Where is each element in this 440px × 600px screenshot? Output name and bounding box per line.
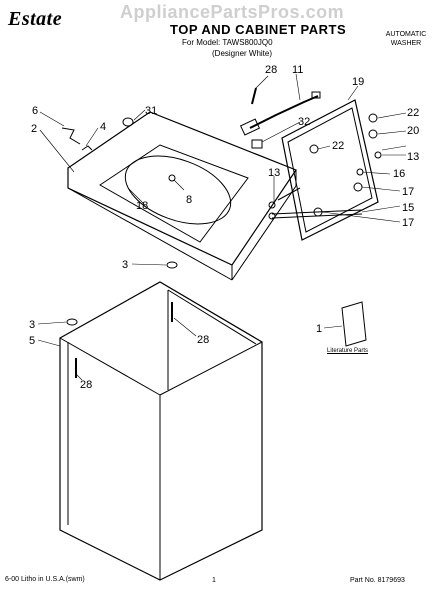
- callout-18: 18: [136, 200, 148, 212]
- callout-13-left: 13: [268, 167, 280, 179]
- callout-19: 19: [352, 76, 364, 88]
- callout-3-left: 3: [29, 319, 35, 331]
- footer-part-number: Part No. 8179693: [350, 577, 405, 584]
- callout-1: 1: [316, 323, 322, 335]
- brand-logo: Estate: [8, 8, 63, 30]
- rail-15: [271, 209, 363, 215]
- callout-28-top: 28: [265, 64, 277, 76]
- lid-opening: [99, 144, 249, 243]
- callout-17-lower: 17: [402, 217, 414, 229]
- callout-16: 16: [393, 168, 405, 180]
- control-switch: [239, 118, 261, 136]
- callout-8: 8: [186, 194, 192, 206]
- callout-17-upper: 17: [402, 186, 414, 198]
- watermark: AppliancePartsPros.com: [120, 2, 345, 22]
- literature-booklet: [341, 301, 367, 347]
- callout-22-right: 22: [407, 107, 419, 119]
- callout-28-front: 28: [80, 379, 92, 391]
- cabinet: [59, 281, 263, 581]
- top-cover: [67, 111, 297, 266]
- callout-13-right: 13: [407, 151, 419, 163]
- callout-22-panel: 22: [332, 140, 344, 152]
- machine-type-line2: WASHER: [390, 40, 422, 47]
- callout-6: 6: [32, 105, 38, 117]
- machine-type-line1: AUTOMATIC: [385, 31, 427, 38]
- clip-3-top: [166, 261, 178, 269]
- machine-type: AUTOMATIC WASHER: [376, 30, 436, 48]
- screw-28-top: [251, 87, 257, 105]
- model-line: For Model: TAWS800JQ0: [182, 38, 273, 47]
- callout-20: 20: [407, 125, 419, 137]
- callout-5: 5: [29, 335, 35, 347]
- callout-28-cabinet: 28: [197, 334, 209, 346]
- model-variant: (Designer White): [212, 49, 273, 58]
- callout-15: 15: [402, 202, 414, 214]
- footer-litho: 6-00 Litho in U.S.A.(swm): [5, 576, 85, 583]
- callout-4: 4: [100, 121, 106, 133]
- page-title: TOP AND CABINET PARTS: [170, 22, 347, 37]
- part-31: [122, 117, 134, 127]
- wire-harness: [249, 95, 319, 129]
- literature-parts-label: Literature Parts: [327, 348, 369, 354]
- callout-31: 31: [145, 105, 157, 117]
- console-panel: [281, 99, 379, 241]
- hinge-bracket: [61, 127, 81, 145]
- callout-2: 2: [31, 123, 37, 135]
- callout-3-top: 3: [122, 259, 128, 271]
- footer-page-number: 1: [212, 577, 216, 584]
- part-8: [168, 174, 176, 182]
- clip-3-left: [66, 318, 78, 326]
- callout-32: 32: [298, 116, 310, 128]
- tub-ring: [124, 155, 232, 225]
- callout-11: 11: [292, 64, 303, 76]
